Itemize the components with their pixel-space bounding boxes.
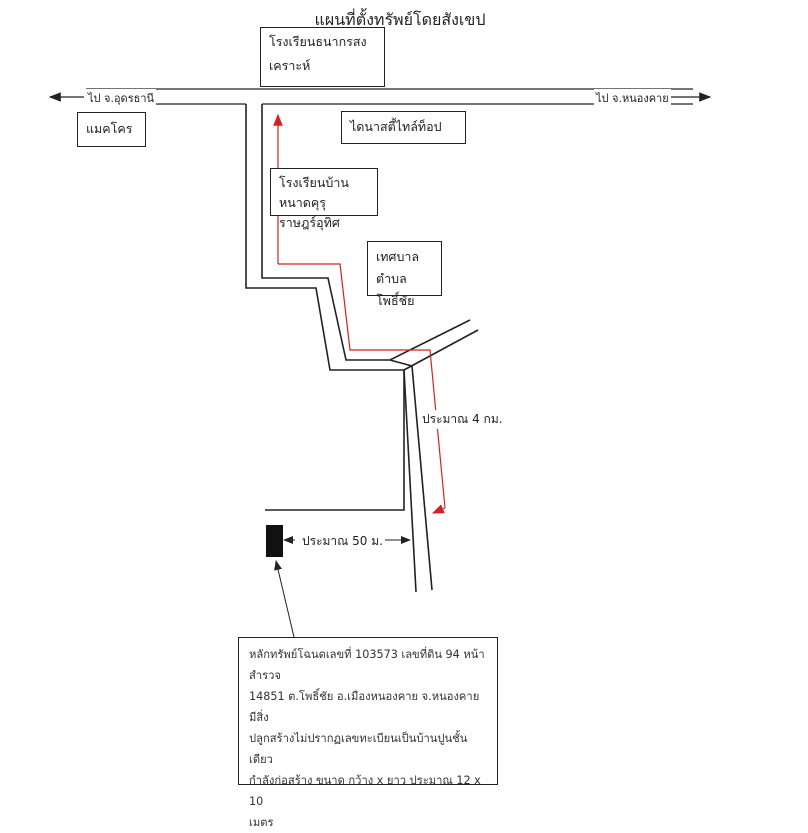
- note-line: 14851 ต.โพธิ์ชัย อ.เมืองหนองคาย จ.หนองคา…: [249, 690, 480, 724]
- landmark-tambon-office: เทศบาล ตำบลโพธิ์ชัย: [367, 241, 442, 308]
- note-pointer: [274, 560, 295, 638]
- note-line: ปลูกสร้างไม่ปรากฏเลขทะเบียนเป็นบ้านปูนชั…: [249, 732, 468, 766]
- note-line: เมตร: [249, 816, 274, 829]
- note-line: หลักทรัพย์โฉนดเลขที่ 103573 เลขที่ดิน 94…: [249, 648, 485, 682]
- label-distance-4km: ประมาณ 4 กม.: [420, 410, 505, 429]
- label-to-udon: ไป จ.อุดรธานี: [86, 89, 157, 107]
- landmark-school-nadkuru: โรงเรียนบ้านหนาดคุรุ ราษฎร์อุทิศ: [270, 168, 378, 230]
- landmark-dynasty: ไดนาสตี้ไทล์ท็อป: [341, 111, 466, 144]
- landmark-school-thanakorn: โรงเรียนธนากรสง เคราะห์: [260, 27, 385, 87]
- property-note: หลักทรัพย์โฉนดเลขที่ 103573 เลขที่ดิน 94…: [238, 637, 498, 829]
- property-marker: [266, 525, 283, 557]
- note-line: กำลังก่อสร้าง ขนาด กว้าง x ยาว ประมาณ 12…: [249, 774, 481, 808]
- map-title: แผนที่ตั้งทรัพย์โดยสังเขป: [314, 10, 486, 29]
- label-distance-50m: ประมาณ 50 ม.: [300, 532, 385, 551]
- side-road: [245, 104, 479, 593]
- landmark-makro: แมคโคร: [77, 112, 146, 147]
- label-to-nongkhai: ไป จ.หนองคาย: [594, 89, 671, 107]
